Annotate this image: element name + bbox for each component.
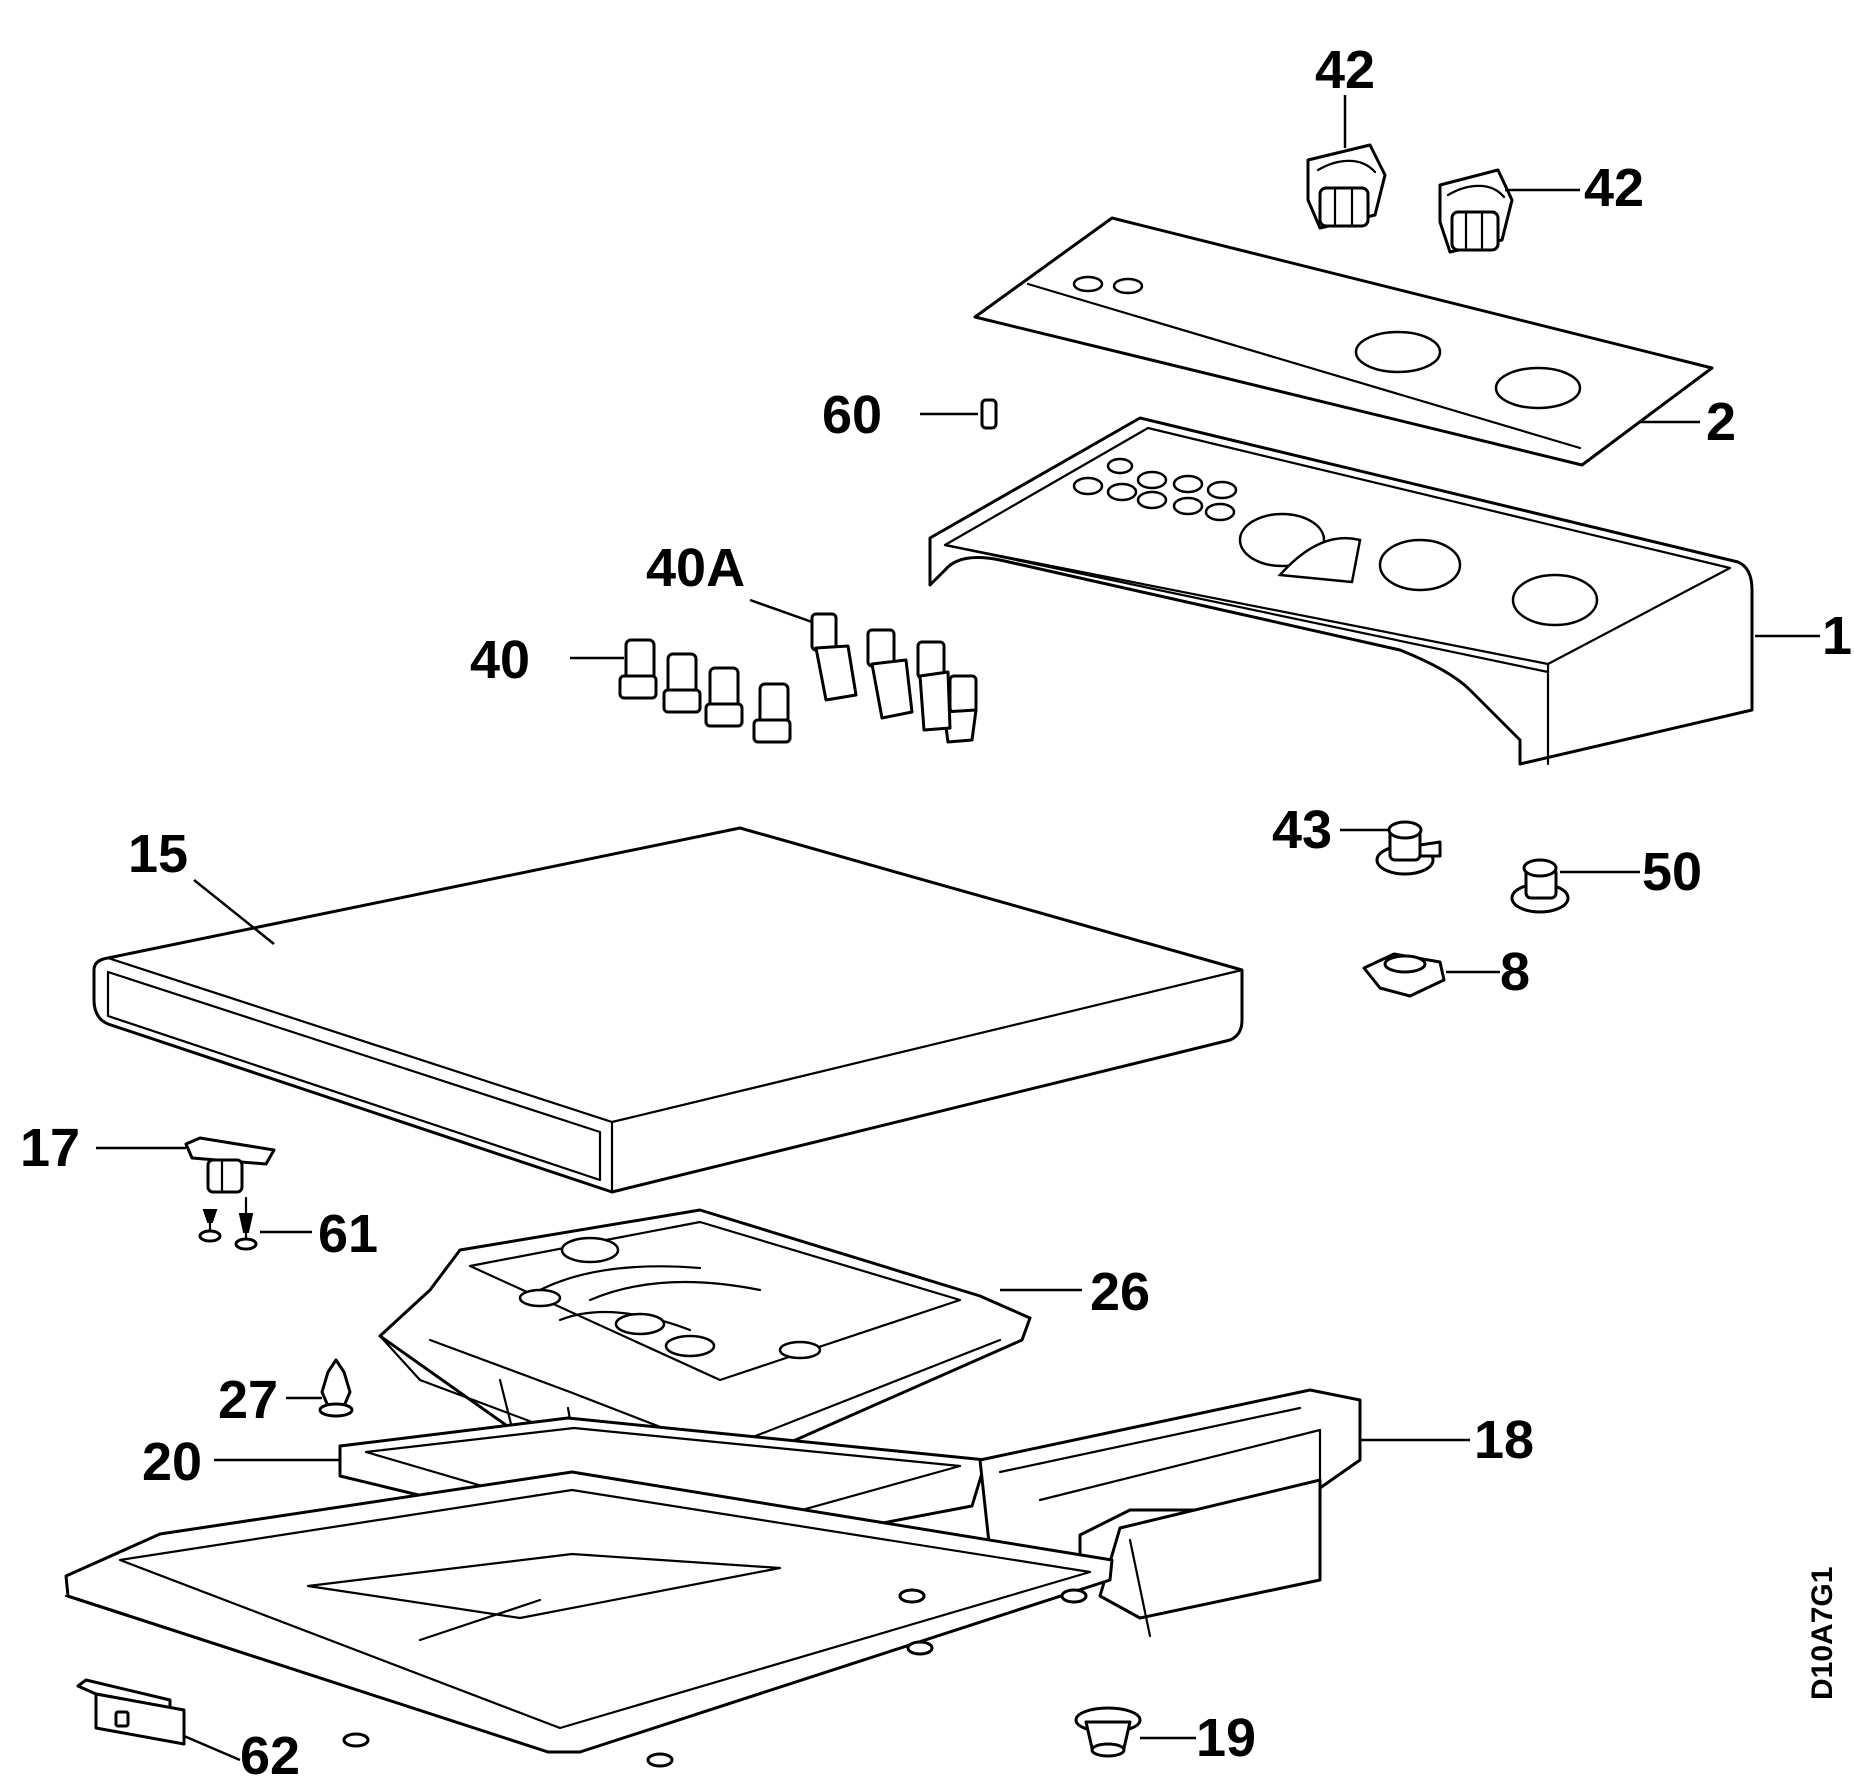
callout-1: 1: [1822, 606, 1852, 666]
foot-19: [1074, 1706, 1142, 1758]
callout-8: 8: [1500, 942, 1530, 1002]
clip-27: [318, 1358, 354, 1418]
fitting-50: [1510, 858, 1570, 914]
callout-42-a: 42: [1315, 40, 1375, 100]
hinge-bracket-17: [184, 1136, 276, 1194]
callout-15: 15: [128, 824, 188, 884]
callout-27: 27: [218, 1370, 278, 1430]
knob-42-left: [1306, 143, 1387, 230]
fitting-8: [1362, 952, 1446, 998]
fitting-43: [1375, 820, 1442, 876]
fascia-plate-2: [973, 216, 1714, 467]
callout-40: 40: [470, 630, 530, 690]
base-tray: [64, 1470, 1114, 1768]
callout-50: 50: [1642, 842, 1702, 902]
screws-61: [198, 1196, 258, 1251]
control-panel-housing-1: [928, 416, 1754, 766]
callout-20: 20: [142, 1432, 202, 1492]
worktop-15: [92, 826, 1244, 1194]
knob-42-right: [1438, 168, 1514, 254]
callout-61: 61: [318, 1204, 378, 1264]
buttons-40A: [810, 612, 978, 744]
callout-17: 17: [20, 1118, 80, 1178]
callout-40A: 40A: [646, 538, 745, 598]
callout-18: 18: [1474, 1410, 1534, 1470]
callout-2: 2: [1706, 392, 1736, 452]
callout-43: 43: [1272, 800, 1332, 860]
bracket-62: [76, 1678, 186, 1746]
callout-26: 26: [1090, 1262, 1150, 1322]
pin-60: [980, 398, 998, 430]
callout-60: 60: [822, 385, 882, 445]
callout-42-b: 42: [1584, 158, 1644, 218]
callout-19: 19: [1196, 1708, 1256, 1768]
buttons-40: [618, 638, 792, 744]
drawer-housing-18: [978, 1388, 1362, 1638]
callout-62: 62: [240, 1726, 300, 1779]
drawing-code: D10A7G1: [1806, 1567, 1839, 1700]
